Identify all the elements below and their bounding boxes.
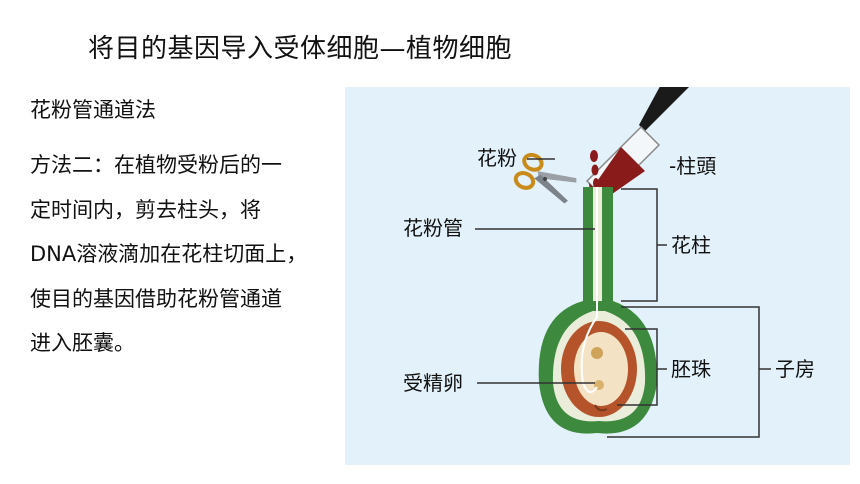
description-line: 进入胚囊。 xyxy=(30,331,135,355)
pollen-tube-diagram: 花粉 -柱頭 花粉管 花柱 胚珠 子房 受精卵 xyxy=(345,87,850,465)
description-line: 使目的基因借助花粉管通道 xyxy=(30,286,282,311)
label-fertilized-egg: 受精卵 xyxy=(403,371,463,395)
label-ovule: 胚珠 xyxy=(671,357,711,381)
method-description: 方法二：在植物受粉后的一 定时间内，剪去柱头，将 DNA溶液滴加在花柱切面上， … xyxy=(30,143,360,366)
label-pollen: 花粉 xyxy=(477,146,517,170)
method-subtitle: 花粉管通道法 xyxy=(30,98,156,122)
description-line: 方法二：在植物受粉后的一 xyxy=(30,153,282,177)
description-line: DNA溶液滴加在花柱切面上， xyxy=(30,242,308,266)
label-stigma: -柱頭 xyxy=(669,154,716,178)
label-ovary: 子房 xyxy=(775,357,815,381)
label-style: 花柱 xyxy=(671,233,711,257)
dna-drops xyxy=(590,150,599,188)
ovule-shape xyxy=(561,321,637,417)
slide-title: 将目的基因导入受体细胞—植物细胞 xyxy=(88,34,513,64)
leader-lines xyxy=(475,158,771,438)
description-line: 定时间内，剪去柱头，将 xyxy=(30,197,261,222)
label-pollen-tube: 花粉管 xyxy=(403,216,463,240)
scissors-icon xyxy=(513,152,577,204)
